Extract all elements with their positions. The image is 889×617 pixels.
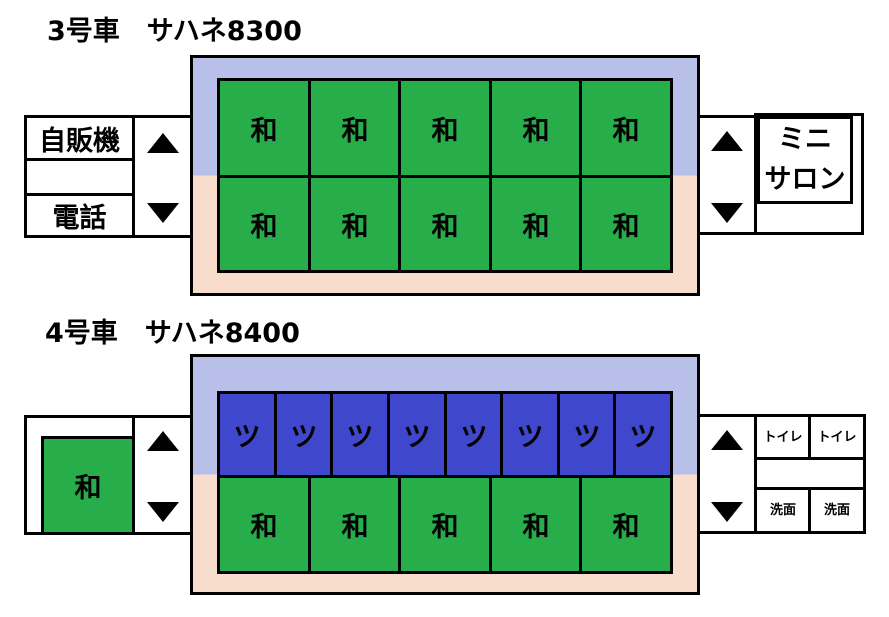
japanese-room: 和: [398, 175, 492, 273]
tsu-room: ツ: [500, 391, 560, 478]
up-arrow-icon: [711, 430, 743, 450]
tsu-room: ツ: [274, 391, 334, 478]
tsu-room: ツ: [557, 391, 617, 478]
down-arrow-icon: [147, 502, 179, 522]
mini-salon-label-line1: ミニ: [778, 123, 832, 155]
up-arrow-icon: [711, 131, 743, 151]
up-arrow-icon: [147, 133, 179, 153]
washroom: 洗面: [754, 487, 812, 534]
japanese-room: 和: [217, 175, 311, 273]
telephone-label: 電話: [52, 203, 107, 234]
tsu-room: ツ: [217, 391, 277, 478]
divider: [24, 158, 135, 161]
tsu-room: ツ: [330, 391, 390, 478]
tsu-room: ツ: [444, 391, 504, 478]
down-arrow-icon: [711, 203, 743, 223]
divider: [24, 193, 135, 196]
japanese-room: 和: [308, 175, 402, 273]
car4-title: 4号車 サハネ8400: [45, 318, 300, 349]
japanese-room: 和: [41, 436, 135, 535]
japanese-room: 和: [579, 175, 673, 273]
japanese-room: 和: [308, 475, 402, 574]
japanese-room: 和: [217, 475, 311, 574]
car3-title: 3号車 サハネ8300: [47, 16, 302, 47]
japanese-room: 和: [489, 475, 583, 574]
japanese-room: 和: [489, 175, 583, 273]
down-arrow-icon: [147, 203, 179, 223]
japanese-room: 和: [398, 78, 492, 178]
tsu-room: ツ: [387, 391, 447, 478]
japanese-room: 和: [579, 475, 673, 574]
washroom: 洗面: [808, 487, 866, 534]
car3-left-vestibule: [24, 115, 135, 238]
japanese-room: 和: [217, 78, 311, 178]
japanese-room: 和: [308, 78, 402, 178]
toilet-room: トイレ: [754, 414, 812, 460]
mini-salon-room: [757, 116, 853, 204]
japanese-room: 和: [398, 475, 492, 574]
up-arrow-icon: [147, 431, 179, 451]
vending-machine-label: 自販機: [39, 125, 120, 157]
japanese-room: 和: [579, 78, 673, 178]
down-arrow-icon: [711, 502, 743, 522]
mini-salon-label-line2: サロン: [764, 163, 846, 195]
toilet-room: トイレ: [808, 414, 866, 460]
japanese-room: 和: [489, 78, 583, 178]
tsu-room: ツ: [613, 391, 673, 478]
